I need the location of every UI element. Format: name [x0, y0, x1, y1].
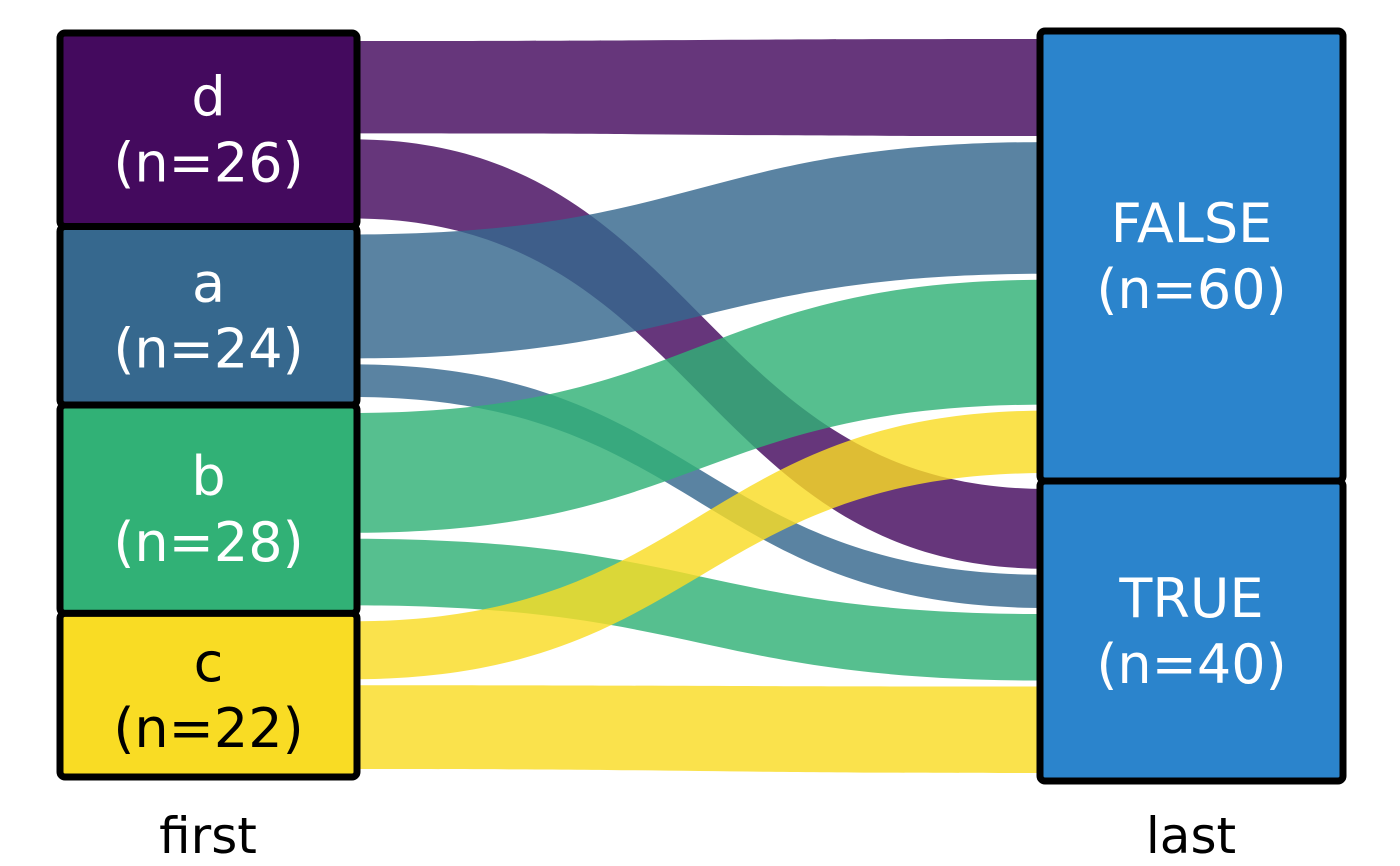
flow-ribbon-d-FALSE: [344, 39, 1059, 137]
node-label-TRUE: TRUE(n=40): [1096, 567, 1286, 696]
flow-ribbon-a-TRUE: [344, 364, 1059, 609]
flow-ribbon-b-FALSE: [344, 279, 1059, 533]
node-label-d: d(n=26): [113, 66, 303, 195]
node-label-b: b(n=28): [113, 445, 303, 574]
x-axis-label-last: last: [1145, 807, 1237, 865]
flow-ribbon-c-TRUE: [344, 685, 1059, 773]
flow-ribbon-c-FALSE: [344, 410, 1059, 680]
node-label-c: c(n=22): [113, 631, 303, 760]
flow-ribbon-a-FALSE: [344, 142, 1059, 359]
node-c: [56, 609, 361, 781]
node-FALSE: [1036, 27, 1347, 485]
node-label-a: a(n=24): [113, 252, 303, 381]
flow-ribbon-b-TRUE: [344, 538, 1059, 681]
x-axis-label-first: first: [159, 807, 257, 865]
node-b: [56, 401, 361, 617]
node-TRUE: [1036, 477, 1347, 785]
node-d: [56, 29, 361, 230]
node-label-FALSE: FALSE(n=60): [1096, 192, 1286, 321]
